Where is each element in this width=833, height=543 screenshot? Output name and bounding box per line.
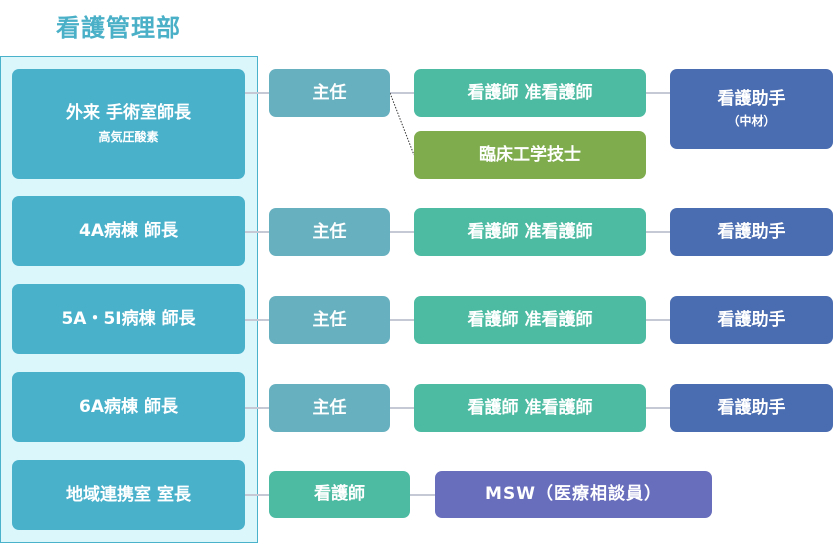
nurse-box[interactable]: 看護師 准看護師	[414, 69, 646, 117]
connector	[245, 231, 269, 233]
aide-label: 看護助手	[717, 89, 786, 110]
head-sublabel: 高気圧酸素	[98, 130, 159, 145]
chief-label: 主任	[312, 309, 347, 330]
connector	[245, 319, 269, 321]
connector	[390, 407, 414, 409]
chief-box[interactable]: 主任	[269, 208, 390, 256]
head-4a-ward[interactable]: 4A病棟 師長	[12, 196, 245, 266]
head-label: 地域連携室 室長	[66, 484, 191, 505]
connector	[245, 92, 269, 94]
msw-box[interactable]: MSW（医療相談員）	[435, 471, 712, 518]
head-label: 5A・5I病棟 師長	[61, 308, 196, 329]
nurse-box[interactable]: 看護師 准看護師	[414, 296, 646, 344]
connector	[646, 319, 670, 321]
chief-label: 主任	[312, 397, 347, 418]
msw-label: MSW（医療相談員）	[485, 484, 662, 505]
aide-box[interactable]: 看護助手	[670, 384, 833, 432]
connector	[646, 407, 670, 409]
connector	[410, 494, 435, 496]
head-label: 6A病棟 師長	[79, 396, 178, 417]
head-label: 4A病棟 師長	[79, 220, 178, 241]
aide-label: 看護助手	[717, 309, 786, 330]
head-outpatient-surgery[interactable]: 外来 手術室師長 高気圧酸素	[12, 69, 245, 179]
connector	[390, 92, 414, 94]
nurse-label: 看護師 准看護師	[467, 82, 593, 103]
chief-label: 主任	[312, 221, 347, 242]
connector	[245, 494, 269, 496]
connector	[646, 231, 670, 233]
clinical-engineer-label: 臨床工学技士	[479, 144, 581, 165]
aide-label: 看護助手	[717, 221, 786, 242]
head-6a-ward[interactable]: 6A病棟 師長	[12, 372, 245, 442]
aide-box[interactable]: 看護助手	[670, 208, 833, 256]
aide-sublabel: （中材）	[727, 114, 776, 129]
chief-box[interactable]: 主任	[269, 69, 390, 117]
nurse-label: 看護師 准看護師	[467, 309, 593, 330]
connector	[390, 231, 414, 233]
connector	[390, 319, 414, 321]
aide-box[interactable]: 看護助手 （中材）	[670, 69, 833, 149]
chief-box[interactable]: 主任	[269, 384, 390, 432]
nurse-label: 看護師 准看護師	[467, 397, 593, 418]
aide-box[interactable]: 看護助手	[670, 296, 833, 344]
department-title: 看護管理部	[56, 14, 181, 42]
connector	[245, 407, 269, 409]
nurse-box[interactable]: 看護師 准看護師	[414, 208, 646, 256]
nurse-label: 看護師	[314, 484, 365, 505]
nurse-box[interactable]: 看護師 准看護師	[414, 384, 646, 432]
chief-box[interactable]: 主任	[269, 296, 390, 344]
aide-label: 看護助手	[717, 397, 786, 418]
head-5a-5i-ward[interactable]: 5A・5I病棟 師長	[12, 284, 245, 354]
nurse-box[interactable]: 看護師	[269, 471, 410, 518]
head-regional-liaison[interactable]: 地域連携室 室長	[12, 460, 245, 530]
nurse-label: 看護師 准看護師	[467, 221, 593, 242]
chief-label: 主任	[312, 82, 347, 103]
head-label: 外来 手術室師長	[66, 103, 191, 124]
connector	[646, 92, 670, 94]
clinical-engineer-box[interactable]: 臨床工学技士	[414, 131, 646, 179]
